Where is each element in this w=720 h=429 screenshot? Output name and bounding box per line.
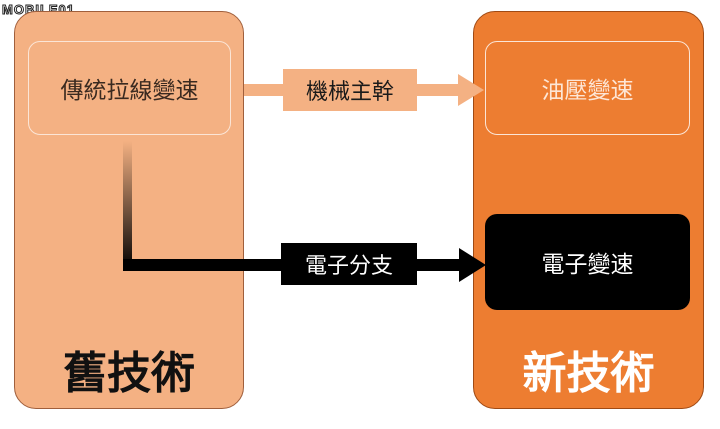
manual-cable-shifting-node: 傳統拉線變速 — [28, 41, 231, 135]
electronic-shifting-label: 電子變速 — [541, 252, 634, 278]
manual-cable-shifting-label: 傳統拉線變速 — [60, 78, 199, 104]
new-tech-title: 新技術 — [522, 348, 655, 399]
new-tech-panel — [473, 11, 704, 409]
mechanical-trunk-text: 機械主幹 — [305, 80, 394, 105]
old-tech-title: 舊技術 — [63, 348, 195, 399]
electronic-shifting-node: 電子變速 — [485, 214, 690, 310]
hydraulic-shifting-label: 油壓變速 — [541, 78, 634, 104]
mechanical-trunk-label: 機械主幹 — [283, 69, 417, 111]
hydraulic-shifting-node: 油壓變速 — [485, 41, 690, 135]
electronic-branch-text: 電子分支 — [304, 254, 393, 279]
electronic-branch-label: 電子分支 — [281, 243, 417, 285]
